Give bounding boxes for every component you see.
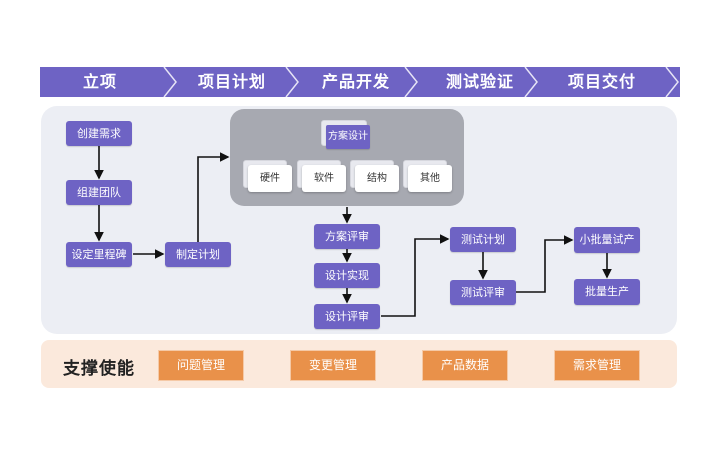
step-create-requirement[interactable]: 创建需求	[66, 121, 132, 146]
step-solution-review[interactable]: 方案评审	[314, 224, 380, 249]
phase-project-delivery: 项目交付	[567, 72, 636, 91]
arrow-test-review-to-pilot	[516, 235, 574, 293]
design-item-software[interactable]: 软件	[302, 165, 346, 192]
step-pilot-production[interactable]: 小批量试产	[574, 227, 640, 253]
support-change-management[interactable]: 变更管理	[290, 350, 376, 381]
arrow-design-review-to-test-plan	[381, 234, 450, 317]
step-design-review[interactable]: 设计评审	[314, 304, 380, 329]
support-title: 支撑使能	[63, 359, 135, 379]
chevron-right-icon	[524, 67, 538, 97]
support-product-data[interactable]: 产品数据	[422, 350, 508, 381]
design-item-hardware[interactable]: 硬件	[248, 165, 292, 192]
design-item-structure[interactable]: 结构	[355, 165, 399, 192]
step-design-implementation[interactable]: 设计实现	[314, 263, 380, 288]
phase-header: 立项 项目计划 产品开发 测试验证 项目交付	[40, 67, 680, 97]
phase-test-verification: 测试验证	[445, 72, 514, 91]
step-set-milestones[interactable]: 设定里程碑	[66, 242, 132, 267]
phase-project-plan: 项目计划	[197, 72, 266, 91]
chevron-right-icon	[163, 67, 177, 97]
arrow-plan-to-design	[197, 152, 230, 242]
chevron-right-icon	[285, 67, 299, 97]
chevron-right-icon	[665, 67, 679, 97]
support-issue-management[interactable]: 问题管理	[158, 350, 244, 381]
phase-product-development: 产品开发	[321, 72, 390, 91]
step-solution-design[interactable]: 方案设计	[326, 125, 370, 149]
step-test-plan[interactable]: 测试计划	[450, 227, 516, 252]
chevron-right-icon	[404, 67, 418, 97]
phase-initiation: 立项	[82, 72, 117, 91]
step-test-review[interactable]: 测试评审	[450, 280, 516, 305]
step-build-team[interactable]: 组建团队	[66, 180, 132, 205]
design-item-other[interactable]: 其他	[408, 165, 452, 192]
support-requirement-management[interactable]: 需求管理	[554, 350, 640, 381]
step-mass-production[interactable]: 批量生产	[574, 279, 640, 305]
step-make-plan[interactable]: 制定计划	[165, 242, 231, 267]
